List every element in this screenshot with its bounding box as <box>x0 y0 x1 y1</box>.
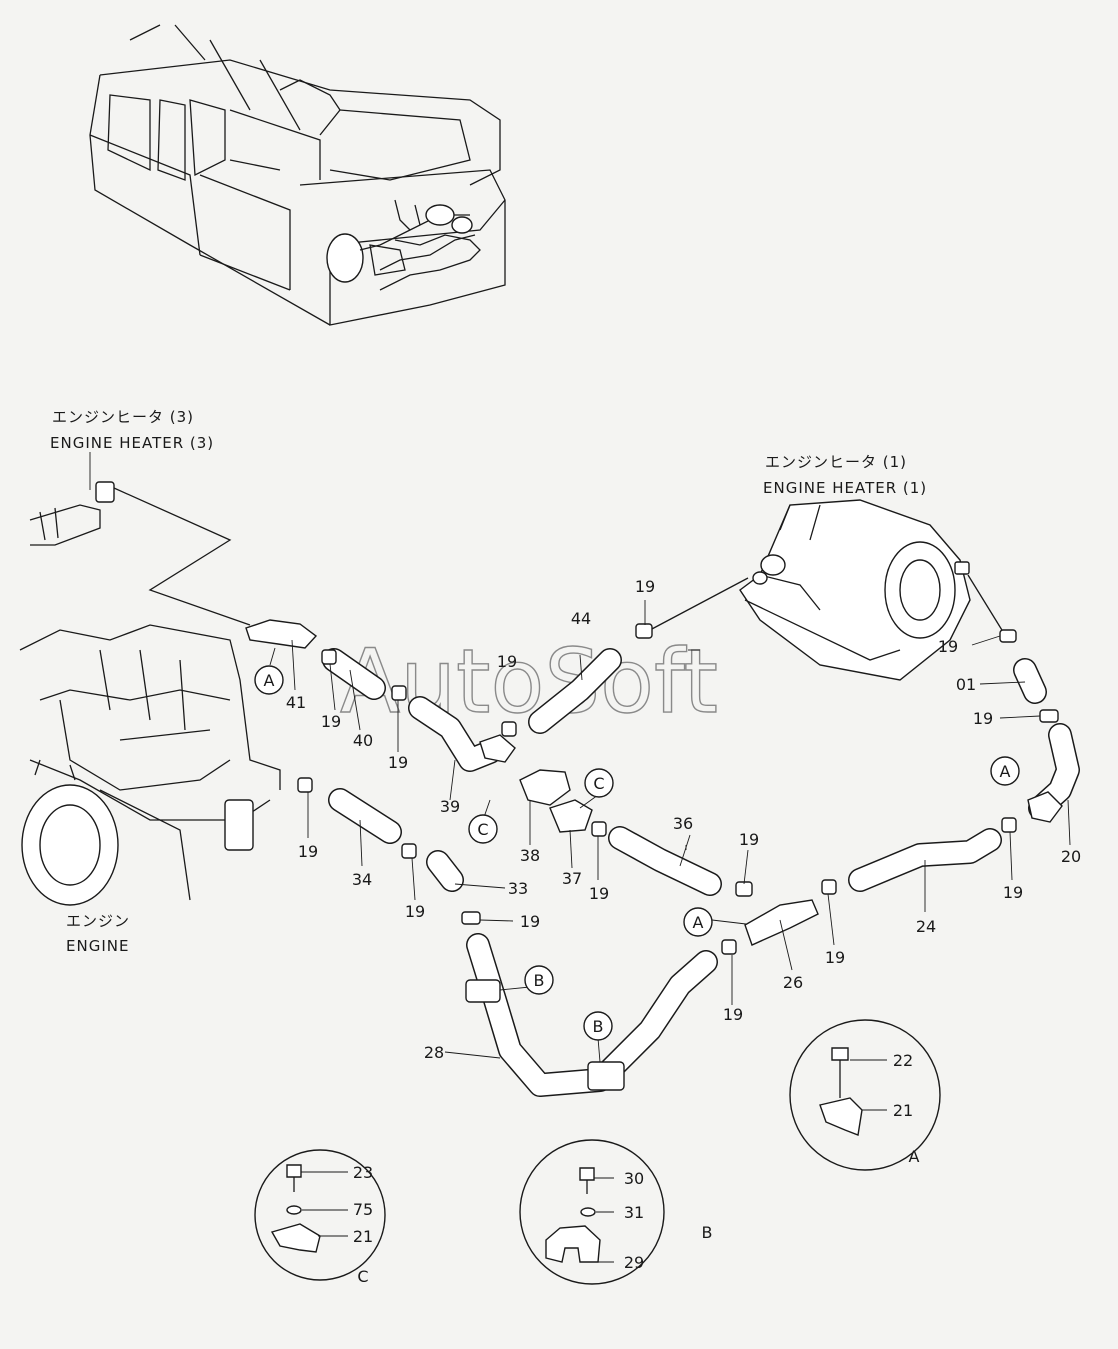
marker-a: A <box>1000 762 1011 781</box>
callout-44: 44 <box>571 609 591 628</box>
callout-40: 40 <box>353 731 373 750</box>
callout-19: 19 <box>1003 883 1023 902</box>
callout-28: 28 <box>424 1043 444 1062</box>
callout-19: 19 <box>520 912 540 931</box>
fitting-41 <box>245 619 318 649</box>
engine-heater-1-en-label: ENGINE HEATER (1) <box>763 479 927 497</box>
callout-29: 29 <box>624 1253 644 1272</box>
detail-b-label: B <box>702 1223 713 1242</box>
clamp-19 <box>1001 817 1017 833</box>
detail-a: 22 21 A <box>789 1019 941 1171</box>
callout-37: 37 <box>562 869 582 888</box>
detail-c-label: C <box>357 1267 368 1286</box>
callout-23: 23 <box>353 1163 373 1182</box>
callout-19: 19 <box>723 1005 743 1024</box>
marker-b: B <box>534 971 545 990</box>
callout-41: 41 <box>286 693 306 712</box>
fitting-20 <box>1027 791 1063 823</box>
detail-a-label: A <box>909 1147 920 1166</box>
reference-markers: A C C A A B B <box>254 665 1020 1041</box>
callout-19: 19 <box>825 948 845 967</box>
clamp-19 <box>735 881 753 897</box>
hoses <box>322 648 1080 1097</box>
clamp-19 <box>1039 709 1059 723</box>
callout-39: 39 <box>440 797 460 816</box>
clamp-19 <box>401 843 417 859</box>
engine-jp-label: エンジン <box>66 912 130 930</box>
callout-19: 19 <box>497 652 517 671</box>
callout-19: 19 <box>388 753 408 772</box>
detail-c: 23 75 21 C <box>254 1149 386 1286</box>
engine-heater-3-en-label: ENGINE HEATER (3) <box>50 434 214 452</box>
clamp-19 <box>591 821 607 837</box>
callout-19: 19 <box>739 830 759 849</box>
clamp-19 <box>321 649 337 665</box>
callout-34: 34 <box>352 870 372 889</box>
callout-26: 26 <box>783 973 803 992</box>
clamp-19 <box>501 721 517 737</box>
hose-bracket-b <box>465 979 501 1003</box>
machine-overview <box>89 24 506 326</box>
engine-heater-1-jp-label: エンジンヒータ (1) <box>765 453 907 471</box>
detail-b: 30 31 29 B <box>519 1139 713 1285</box>
engine-en-label: ENGINE <box>66 937 129 955</box>
callout-30: 30 <box>624 1169 644 1188</box>
callout-36: 36 <box>673 814 693 833</box>
clamp-19 <box>821 879 837 895</box>
clamp-19 <box>391 685 407 701</box>
callout-22: 22 <box>893 1051 913 1070</box>
hose-bracket-b <box>587 1061 625 1091</box>
clamp-19 <box>635 623 653 639</box>
clamp-19 <box>297 777 313 793</box>
callout-19: 19 <box>589 884 609 903</box>
callout-33: 33 <box>508 879 528 898</box>
fitting-38 <box>519 769 571 806</box>
engine-block <box>19 624 281 906</box>
callout-31: 31 <box>624 1203 644 1222</box>
callout-38: 38 <box>520 846 540 865</box>
callout-19: 19 <box>298 842 318 861</box>
marker-a: A <box>693 913 704 932</box>
marker-b: B <box>593 1017 604 1036</box>
fitting-37 <box>549 799 593 833</box>
callout-75: 75 <box>353 1200 373 1219</box>
clamps-and-fittings <box>245 619 1063 1091</box>
marker-c: C <box>477 820 488 839</box>
fitting-39-tee <box>479 734 516 763</box>
engine-heater-1 <box>649 499 1006 681</box>
callout-21: 21 <box>893 1101 913 1120</box>
clamp-19 <box>461 911 481 925</box>
engine-heater-3 <box>29 481 251 626</box>
callout-19: 19 <box>635 577 655 596</box>
part-callouts: 41 19 40 19 19 44 19 19 01 19 39 38 37 1… <box>286 577 1081 1062</box>
callout-24: 24 <box>916 917 936 936</box>
callout-19: 19 <box>973 709 993 728</box>
watermark-text: AutoSoft <box>340 630 718 733</box>
callout-19: 19 <box>321 712 341 731</box>
marker-c: C <box>593 774 604 793</box>
callout-19: 19 <box>405 902 425 921</box>
callout-20: 20 <box>1061 847 1081 866</box>
callout-21: 21 <box>353 1227 373 1246</box>
callout-01: 01 <box>956 675 976 694</box>
callout-19: 19 <box>938 637 958 656</box>
clamp-19 <box>999 629 1017 643</box>
engine-heater-3-jp-label: エンジンヒータ (3) <box>52 408 194 426</box>
marker-a: A <box>264 671 275 690</box>
clamp-19 <box>721 939 737 955</box>
fitting-26 <box>744 899 819 946</box>
